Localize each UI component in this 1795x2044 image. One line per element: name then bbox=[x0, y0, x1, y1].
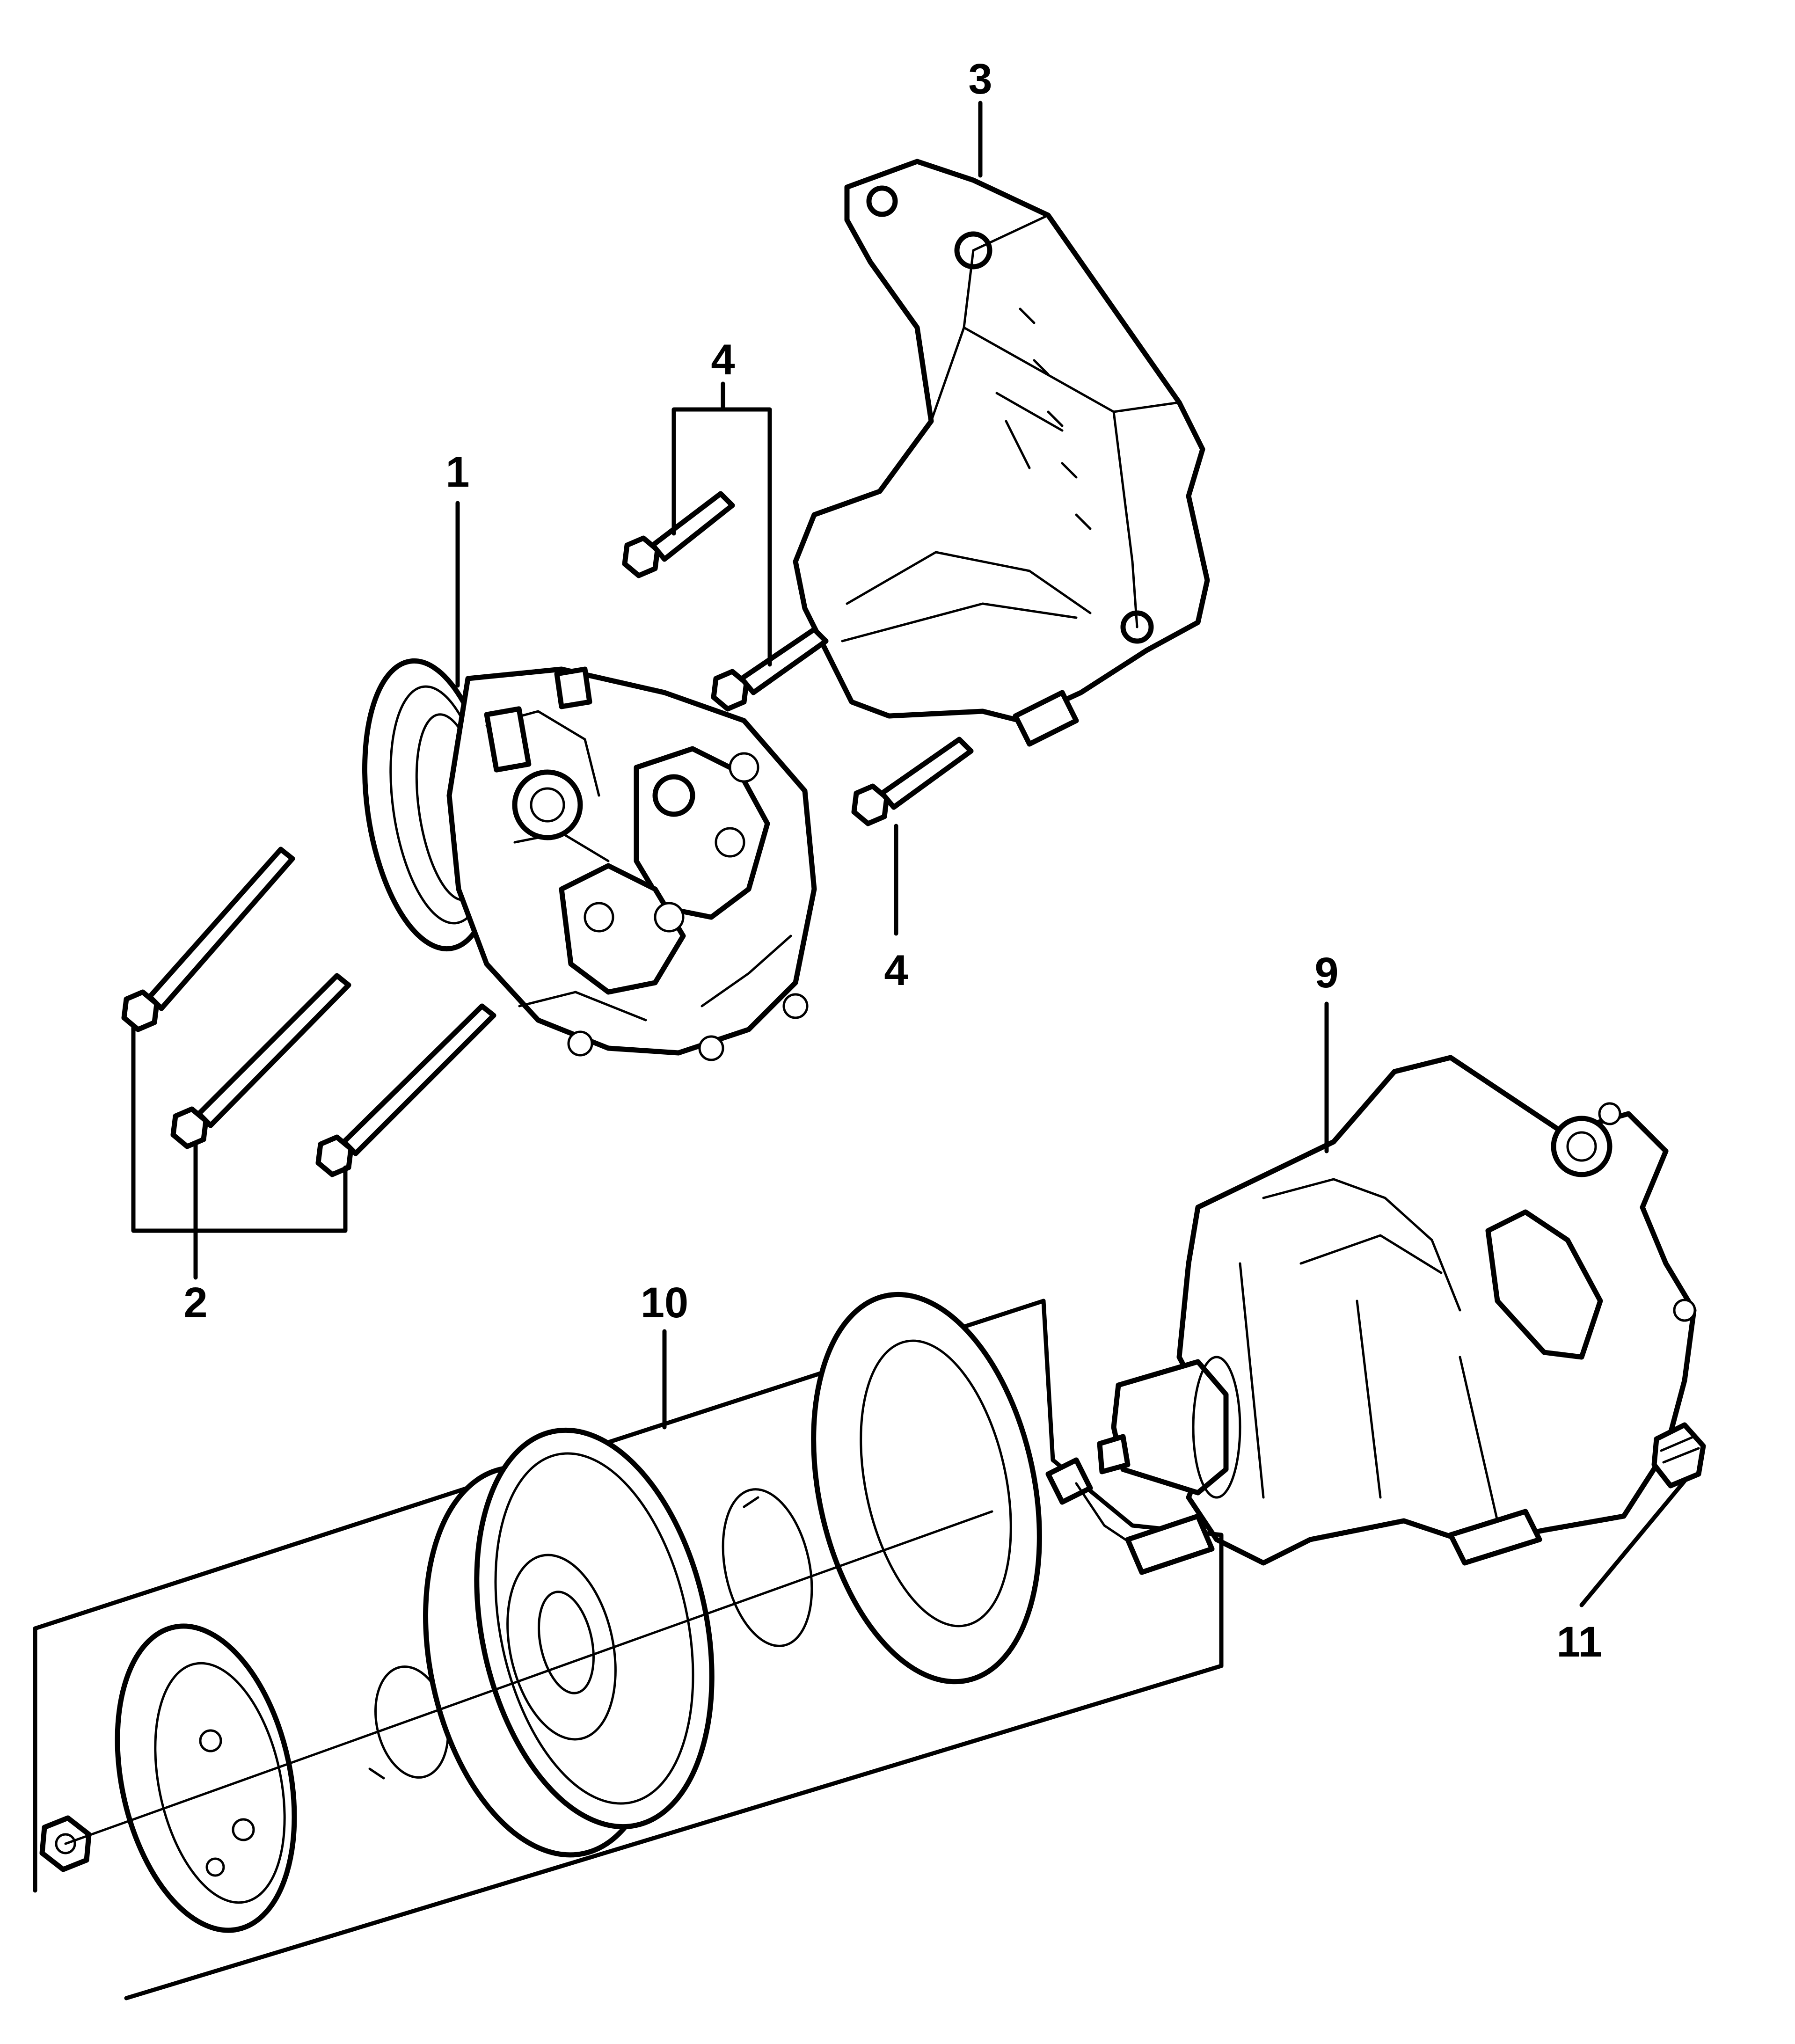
clutch-kit-icon bbox=[33, 1292, 1224, 2000]
callout-10: 10 bbox=[641, 1279, 688, 1327]
leader-lines bbox=[131, 101, 1687, 1607]
callout-1: 1 bbox=[445, 448, 469, 496]
mounting-bracket-icon bbox=[793, 159, 1210, 747]
callout-4-upper: 4 bbox=[711, 336, 735, 384]
long-bolt-icon bbox=[121, 847, 496, 1177]
plug-icon bbox=[1651, 1422, 1706, 1489]
callout-9: 9 bbox=[1314, 949, 1338, 997]
callout-3: 3 bbox=[968, 55, 992, 103]
bolt-icon bbox=[622, 491, 974, 826]
ac-compressor-icon bbox=[362, 658, 817, 1061]
callout-11: 11 bbox=[1556, 1618, 1602, 1666]
compressor-body-icon bbox=[1097, 1055, 1697, 1566]
callout-2: 2 bbox=[183, 1279, 207, 1327]
callout-4-lower: 4 bbox=[884, 947, 908, 994]
